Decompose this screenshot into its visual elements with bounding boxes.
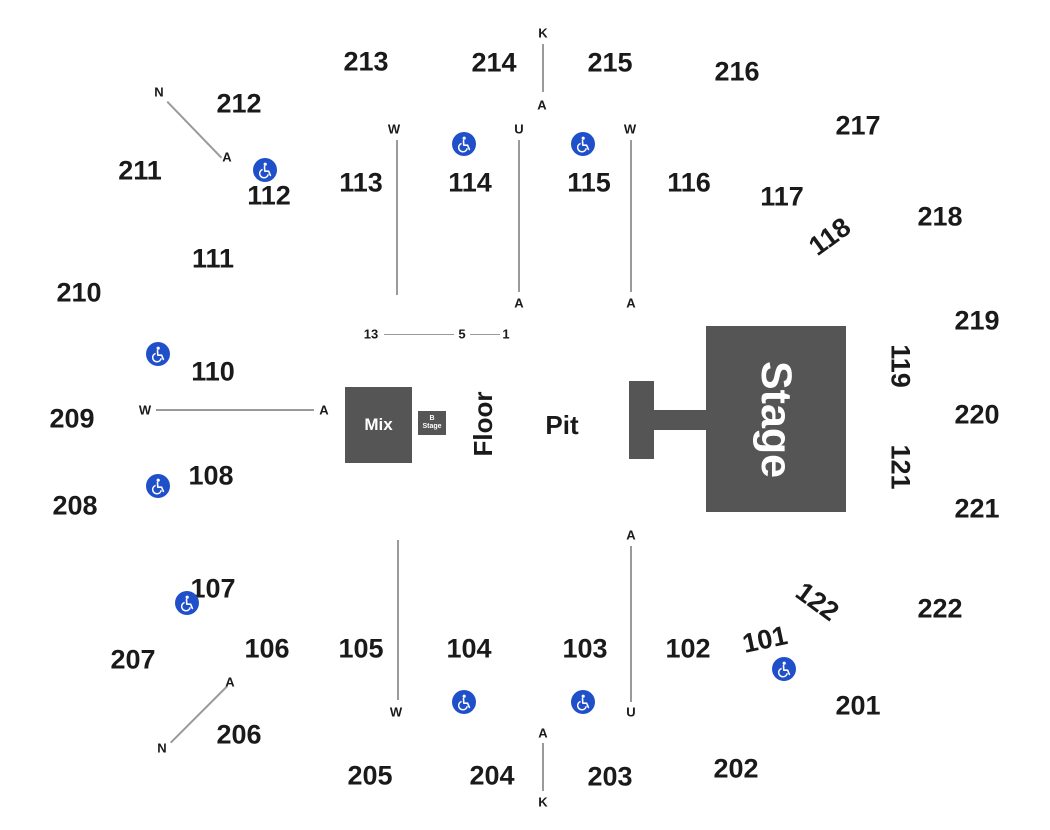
b-stage[interactable]: B Stage [418,411,446,435]
section-217[interactable]: 217 [835,110,881,141]
aisle-line-top-k [542,44,544,92]
section-209[interactable]: 209 [49,403,95,434]
wheelchair-accessible-icon[interactable] [253,158,277,182]
row-label-a-nw: A [222,149,232,165]
section-214[interactable]: 214 [471,47,517,78]
floor-row-label-5: 5 [458,326,466,342]
wheelchair-accessible-icon[interactable] [146,474,170,498]
row-label-a-top: A [537,97,547,113]
wheelchair-accessible-icon[interactable] [452,690,476,714]
section-110[interactable]: 110 [191,356,235,387]
row-label-w-floor: W [138,402,152,418]
section-206[interactable]: 206 [216,719,262,750]
section-113[interactable]: 113 [339,167,383,198]
section-103[interactable]: 103 [562,633,608,664]
mix-label: Mix [364,415,393,434]
row-label-w-top-right: W [623,121,637,137]
section-121[interactable]: 121 [885,444,916,490]
b-stage-label-line1: B [429,415,435,423]
section-104[interactable]: 104 [446,633,492,664]
section-205[interactable]: 205 [347,760,393,791]
section-108[interactable]: 108 [188,460,234,491]
section-201[interactable]: 201 [835,690,881,721]
section-112[interactable]: 112 [247,180,291,211]
b-stage-label-line2: Stage [422,423,442,430]
row-label-a-floor: A [319,402,329,418]
main-stage: Stage [706,326,846,512]
wheelchair-accessible-icon[interactable] [772,657,796,681]
aisle-line-116 [630,140,632,292]
section-220[interactable]: 220 [954,399,1000,430]
floor-row-line-5-1 [470,334,500,335]
row-label-a-103: A [626,527,636,543]
row-label-n-top: N [154,84,164,100]
thrust-runway [650,410,708,430]
wheelchair-accessible-icon[interactable] [452,132,476,156]
aisle-line-114-115 [518,140,520,292]
aisle-line-nw [166,101,223,159]
section-101[interactable]: 101 [739,620,791,659]
section-202[interactable]: 202 [713,753,759,784]
stage-label: Stage [752,360,801,478]
row-label-a-bottom: A [538,725,548,741]
section-207[interactable]: 207 [110,644,156,675]
row-label-u-top: U [514,121,524,137]
aisle-line-floor-left [156,409,314,411]
wheelchair-accessible-icon[interactable] [175,591,199,615]
wheelchair-accessible-icon[interactable] [571,690,595,714]
section-122[interactable]: 122 [790,576,845,627]
section-208[interactable]: 208 [52,490,98,521]
section-111[interactable]: 111 [191,243,235,274]
row-label-a-113: A [514,295,524,311]
aisle-line-105 [397,540,399,700]
section-115[interactable]: 115 [567,167,611,198]
section-118[interactable]: 118 [803,211,857,262]
section-102[interactable]: 102 [665,633,711,664]
section-213[interactable]: 213 [343,46,389,77]
wheelchair-accessible-icon[interactable] [571,132,595,156]
floor-row-label-13: 13 [363,326,379,342]
thrust-vertical [629,381,654,459]
section-212[interactable]: 212 [216,88,262,119]
section-210[interactable]: 210 [56,277,102,308]
row-label-a-sw: A [225,674,235,690]
section-105[interactable]: 105 [338,633,384,664]
section-221[interactable]: 221 [954,493,1000,524]
section-117[interactable]: 117 [760,181,804,212]
section-203[interactable]: 203 [587,761,633,792]
row-label-u-bottom: U [626,704,636,720]
floor-label[interactable]: Floor [468,391,498,457]
row-label-a-115: A [626,295,636,311]
section-114[interactable]: 114 [448,167,492,198]
aisle-line-103 [630,546,632,702]
row-label-w-top-left: W [387,121,401,137]
section-215[interactable]: 215 [587,47,633,78]
pit-label[interactable]: Pit [545,410,579,440]
section-106[interactable]: 106 [244,633,290,664]
row-label-k-bottom: K [538,794,548,810]
row-label-k-top: K [538,25,548,41]
section-204[interactable]: 204 [469,760,515,791]
row-label-w-bottom: W [389,704,403,720]
floor-row-label-1: 1 [502,326,510,342]
section-211[interactable]: 211 [118,155,162,186]
row-label-n-bottom: N [157,740,167,756]
section-222[interactable]: 222 [917,593,963,624]
aisle-line-bottom-k [542,743,544,791]
section-218[interactable]: 218 [917,201,963,232]
mix-position: Mix [345,387,412,463]
section-219[interactable]: 219 [954,305,1000,336]
wheelchair-accessible-icon[interactable] [146,342,170,366]
floor-row-line-13-5 [384,334,454,335]
section-119[interactable]: 119 [885,344,916,388]
section-116[interactable]: 116 [667,167,711,198]
section-216[interactable]: 216 [714,56,760,87]
aisle-line-113 [396,140,398,295]
